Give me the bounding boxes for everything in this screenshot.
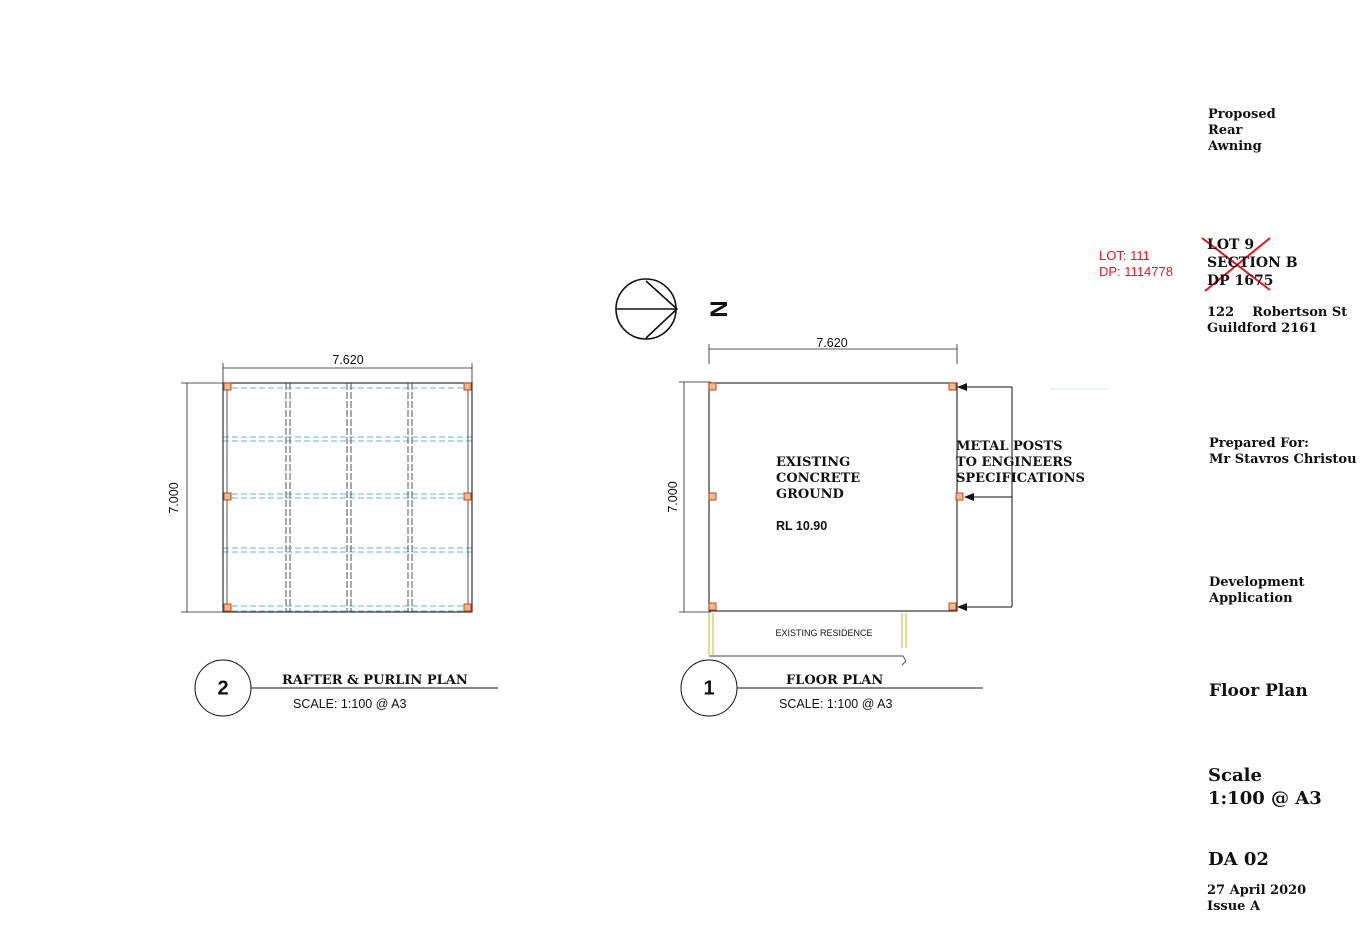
sheet-scale: Scale 1:100 @ A3 [1208,764,1322,810]
rafter-outline [222,382,473,613]
sheet-title: Floor Plan [1209,681,1308,701]
post-marker [223,492,232,501]
project-line: Rear [1208,123,1243,138]
client-name: Mr Stavros Christou [1209,452,1357,467]
north-label: N [705,300,732,317]
posts-note-line-3: SPECIFICATIONS [956,471,1085,486]
site-address: 122 Robertson St Guildford 2161 [1207,305,1347,337]
post-marker [463,603,472,612]
issue-number: Issue A [1207,899,1261,914]
new-lot-line: DP: 1114778 [1099,264,1173,279]
posts-note-line-2: TO ENGINEERS [956,455,1072,470]
purpose-line: Application [1209,591,1293,606]
old-lot-line: LOT 9 [1207,237,1255,253]
rafter-width-dim: 7.620 [332,353,363,367]
north-arrow-head [645,280,679,339]
old-lot-details: LOT 9 SECTION B DP 1675 [1207,236,1298,290]
issue-details: 27 April 2020 Issue A [1207,883,1306,915]
project-title: Proposed Rear Awning [1208,107,1276,155]
floor-plan-title: FLOOR PLAN [786,673,883,688]
rafter-plan-number: 2 [217,677,228,699]
existing-residence: EXISTING RESIDENCE [708,613,907,666]
rafter-height-dim: 7.000 [167,482,181,513]
ground-note-line-3: GROUND [776,487,844,502]
address-line: Guildford 2161 [1207,321,1318,336]
rafter-plan-scale: SCALE: 1:100 @ A3 [293,697,407,711]
rafter-posts [223,382,472,612]
prepared-for: Prepared For: Mr Stavros Christou [1209,436,1357,468]
address-line: 122 Robertson St [1207,305,1348,320]
old-lot-line: DP 1675 [1207,273,1274,289]
new-lot-details: LOT: 111 DP: 1114778 [1099,248,1173,280]
scale-value: 1:100 @ A3 [1208,788,1322,809]
rl-level: RL 10.90 [776,519,827,533]
issue-date: 27 April 2020 [1207,883,1307,898]
post-marker [948,382,957,391]
post-marker [223,382,232,391]
post-marker [223,603,232,612]
drawing-number: DA 02 [1208,849,1269,870]
post-marker [463,492,472,501]
old-lot-line: SECTION B [1207,255,1298,271]
floor-plan: 7.620 7.000 EXISTING CONCRETE GROUND [666,336,1108,717]
post-marker [948,602,957,611]
ground-note-line-1: EXISTING [776,455,850,470]
existing-residence-label: EXISTING RESIDENCE [775,628,872,638]
post-marker [955,492,964,501]
project-line: Awning [1208,139,1262,154]
floor-plan-number: 1 [703,677,714,699]
ground-note-line-2: CONCRETE [776,471,860,486]
floor-plan-scale: SCALE: 1:100 @ A3 [779,697,893,711]
floor-width-dim: 7.620 [816,336,847,350]
post-marker [708,382,717,391]
post-marker [463,382,472,391]
posts-note-line-1: METAL POSTS [956,439,1063,454]
new-lot-line: LOT: 111 [1099,248,1150,263]
prepared-for-label: Prepared For: [1209,436,1309,451]
purpose-line: Development [1209,575,1305,590]
post-leaders [957,383,1013,611]
project-line: Proposed [1208,107,1276,122]
lot-cross-out [1201,237,1271,292]
post-marker [708,602,717,611]
floor-height-dim: 7.000 [666,481,680,512]
scale-label: Scale [1208,765,1262,786]
rafter-plan-title: RAFTER & PURLIN PLAN [282,673,468,688]
post-marker [708,492,717,501]
application-type: Development Application [1209,575,1305,607]
rafter-purlin-plan: 7.620 7.000 [167,353,498,717]
floor-posts [708,382,964,611]
north-arrow: N [615,278,732,340]
